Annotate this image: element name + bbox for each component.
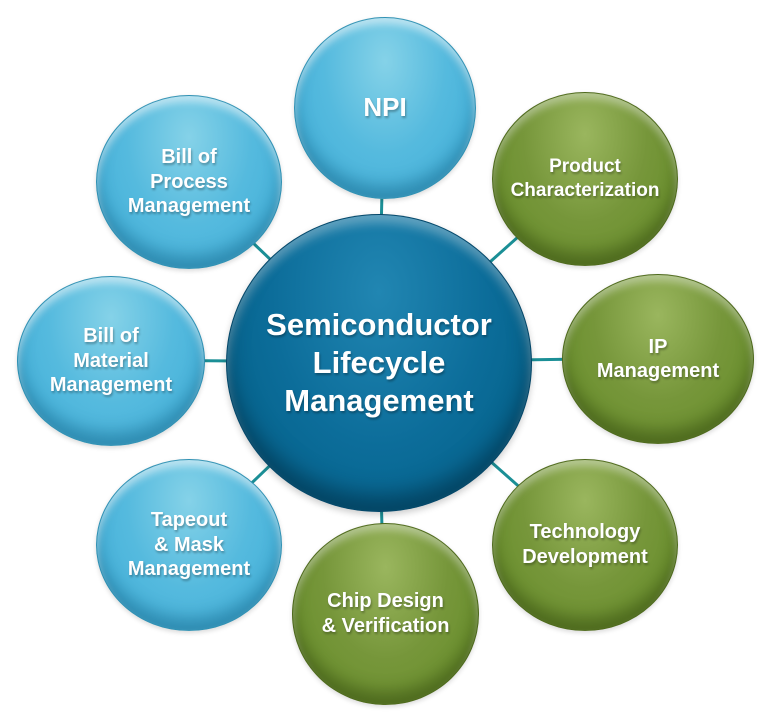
node-chip-design-verification: Chip Design & Verification	[292, 523, 479, 705]
node-npi-label: NPI	[363, 92, 407, 123]
node-center-semiconductor-lifecycle-management: Semiconductor Lifecycle Management	[226, 214, 532, 512]
node-center-label: Semiconductor Lifecycle Management	[266, 307, 492, 418]
node-ip-management-label: IP Management	[596, 335, 720, 382]
node-bill-of-process-management-label: Bill of Process Management	[127, 146, 251, 218]
node-bill-of-material-management-label: Bill of Material Management	[49, 325, 173, 397]
node-npi: NPI	[294, 17, 476, 199]
node-technology-development: Technology Development	[492, 459, 678, 631]
node-tapeout-mask-management: Tapeout & Mask Management	[96, 459, 282, 631]
node-product-characterization-label: Product Characterization	[510, 156, 660, 201]
node-chip-design-verification-label: Chip Design & Verification	[321, 590, 450, 637]
node-product-characterization: Product Characterization	[492, 92, 678, 266]
node-technology-development-label: Technology Development	[522, 521, 648, 568]
node-ip-management: IP Management	[562, 274, 754, 444]
node-bill-of-material-management: Bill of Material Management	[17, 276, 205, 446]
node-tapeout-mask-management-label: Tapeout & Mask Management	[127, 509, 251, 581]
node-bill-of-process-management: Bill of Process Management	[96, 95, 282, 269]
